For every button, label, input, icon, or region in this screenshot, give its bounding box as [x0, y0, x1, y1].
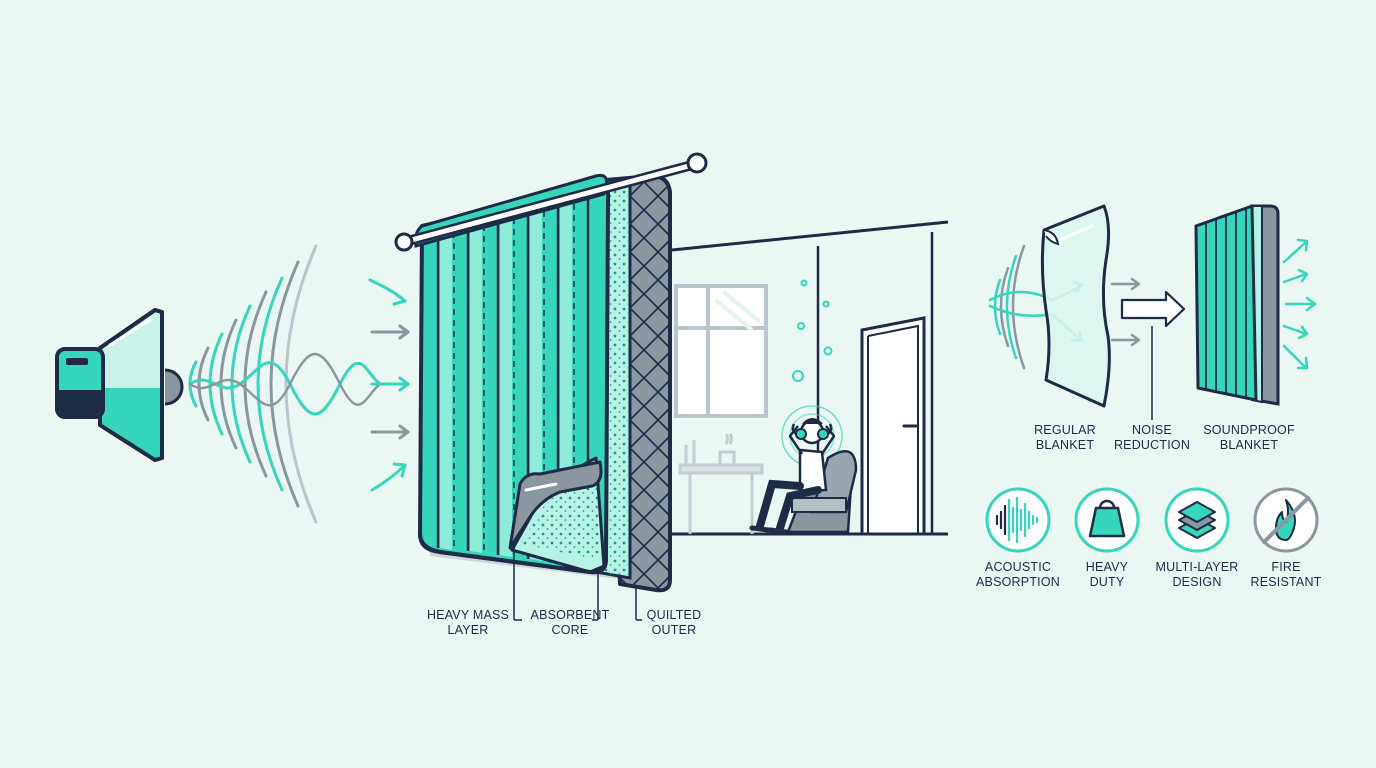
table	[678, 433, 764, 534]
window	[674, 284, 768, 418]
layers-icon	[1164, 487, 1230, 553]
layer-leader-lines	[513, 548, 642, 621]
peeled-corner	[508, 456, 606, 574]
incoming-arrows	[368, 278, 410, 492]
room-scene	[671, 220, 949, 536]
soundproof-curtain	[394, 152, 708, 593]
speaker-icon	[55, 308, 184, 462]
curtain-rod	[394, 152, 708, 252]
weight-icon	[1074, 487, 1140, 553]
label-noise-reduction: NOISE REDUCTION	[1113, 423, 1191, 452]
label-absorbent-core: ABSORBENT CORE	[530, 608, 610, 637]
sound-bubbles	[792, 279, 833, 382]
label-fire-resistant: FIRE RESISTANT	[1250, 560, 1322, 589]
soundproof-blanket-icon	[1194, 204, 1317, 406]
label-regular-blanket: REGULAR BLANKET	[1034, 423, 1096, 452]
no-fire-icon	[1253, 487, 1319, 553]
label-heavy-duty: HEAVY DUTY	[1085, 560, 1129, 589]
door	[860, 316, 926, 536]
label-acoustic-absorption: ACOUSTIC ABSORPTION	[976, 560, 1060, 589]
label-soundproof-blanket: SOUNDPROOF BLANKET	[1203, 423, 1295, 452]
noise-reduction-arrow	[1120, 290, 1186, 420]
label-multi-layer-design: MULTI-LAYER DESIGN	[1155, 560, 1239, 589]
sound-waves	[188, 244, 382, 524]
sound-wave-icon	[985, 487, 1051, 553]
label-heavy-mass-layer: HEAVY MASS LAYER	[426, 608, 510, 637]
label-quilted-outer: QUILTED OUTER	[646, 608, 702, 637]
regular-blanket-icon	[988, 204, 1141, 408]
relaxed-person	[749, 405, 858, 535]
